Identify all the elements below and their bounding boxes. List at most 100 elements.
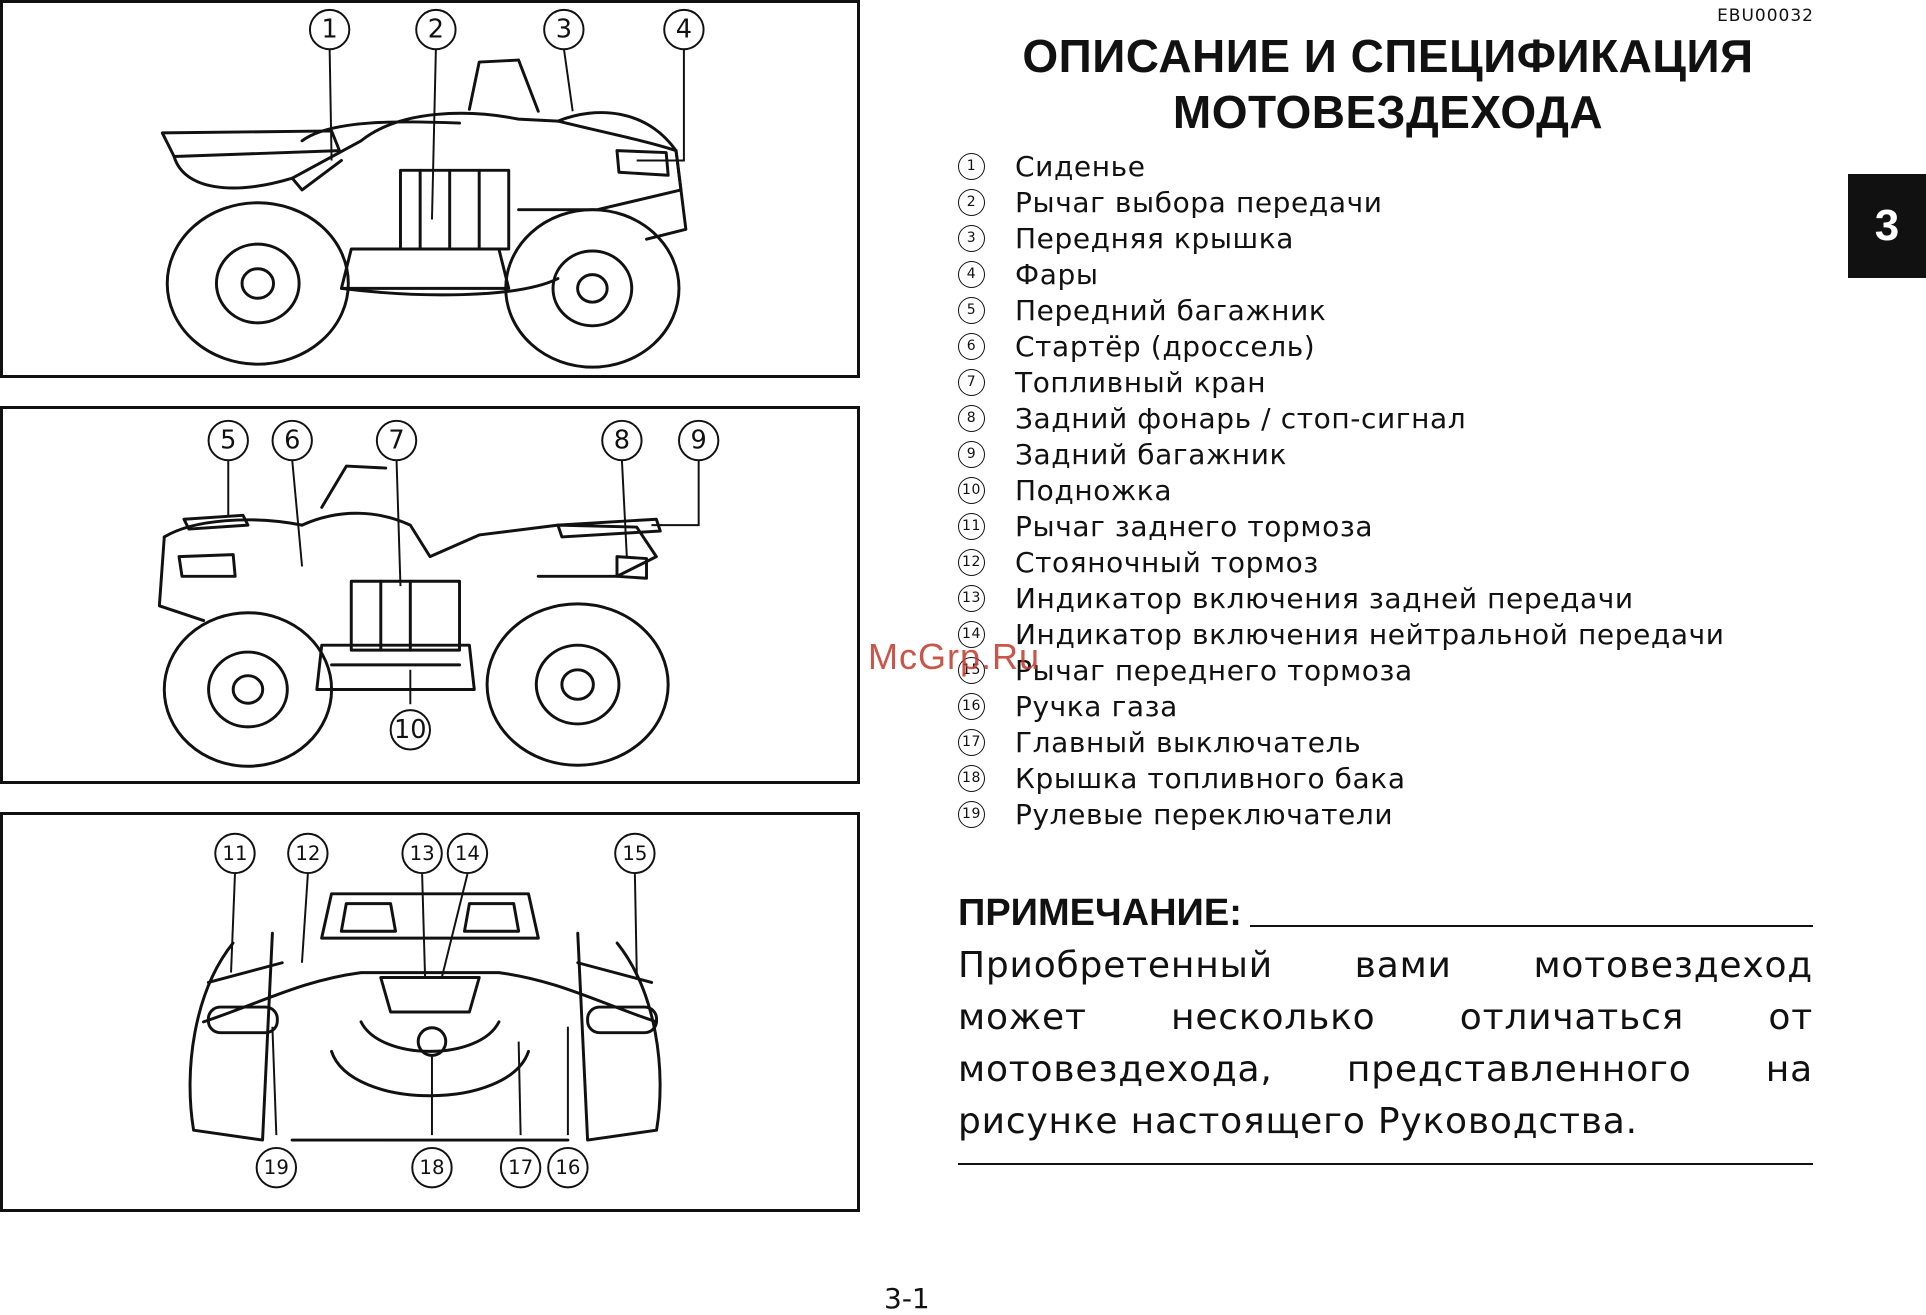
atv-left-side-drawing: 1 2 3 4	[160, 8, 705, 369]
legend-number: 8	[958, 404, 985, 432]
legend-number: 10	[958, 476, 985, 504]
legend-item: 13 Индикатор включения задней передачи	[958, 580, 1725, 616]
svg-text:5: 5	[220, 425, 236, 455]
callout-8: 8	[601, 419, 643, 462]
legend-item: 1 Сиденье	[958, 148, 1725, 184]
legend-number: 4	[958, 260, 985, 288]
legend-item: 12 Стояночный тормоз	[958, 544, 1725, 580]
chapter-tab: 3	[1848, 174, 1926, 278]
legend-item: 16 Ручка газа	[958, 688, 1725, 724]
legend-number: 7	[958, 368, 985, 396]
legend-number: 1	[958, 152, 985, 180]
svg-text:13: 13	[410, 842, 435, 865]
legend-label: Стартёр (дроссель)	[1015, 329, 1316, 363]
svg-text:9: 9	[691, 425, 707, 455]
note-heading: ПРИМЕЧАНИЕ:	[958, 892, 1242, 934]
callout-5: 5	[207, 419, 249, 462]
legend-label: Топливный кран	[1015, 365, 1267, 399]
legend-number: 2	[958, 188, 985, 216]
watermark: McGrp.Ru	[868, 636, 1041, 677]
atv-handlebar-drawing: 11 12 13 14 15 19 18 17 16	[188, 832, 662, 1189]
title-line-2: МОТОВЕЗДЕХОДА	[1172, 86, 1604, 138]
title-line-1: ОПИСАНИЕ И СПЕЦИФИКАЦИЯ	[1022, 30, 1754, 82]
front-wheel	[162, 611, 334, 768]
callout-2: 2	[415, 8, 457, 51]
svg-text:2: 2	[428, 15, 444, 45]
legend-number: 11	[958, 512, 985, 540]
legend-label: Передний багажник	[1015, 293, 1327, 327]
callout-10: 10	[389, 709, 431, 751]
callout-18: 18	[411, 1146, 453, 1189]
callout-9: 9	[678, 419, 720, 462]
svg-text:7: 7	[388, 425, 404, 455]
svg-text:3: 3	[556, 15, 572, 45]
rear-wheel	[485, 602, 670, 767]
document-code: EBU00032	[1717, 6, 1814, 26]
note-heading-row: ПРИМЕЧАНИЕ:	[958, 892, 1813, 935]
legend-item: 11 Рычаг заднего тормоза	[958, 508, 1725, 544]
svg-text:16: 16	[555, 1156, 580, 1179]
legend-number: 16	[958, 692, 985, 720]
legend-label: Индикатор включения задней передачи	[1015, 581, 1634, 615]
note-text: Приобретенный вами мотовездеход может не…	[958, 945, 1813, 1142]
legend-number: 17	[958, 728, 985, 756]
legend-number: 6	[958, 332, 985, 360]
legend-label: Индикатор включения нейтральной передачи	[1015, 617, 1725, 651]
svg-text:6: 6	[284, 425, 300, 455]
legend-label: Подножка	[1015, 473, 1173, 507]
svg-text:19: 19	[264, 1156, 289, 1179]
callout-11: 11	[214, 832, 256, 875]
callout-19: 19	[255, 1146, 298, 1189]
svg-text:8: 8	[614, 425, 630, 455]
legend-number: 12	[958, 548, 985, 576]
legend-item: 7 Топливный кран	[958, 364, 1725, 400]
callout-13: 13	[401, 832, 443, 875]
legend-number: 9	[958, 440, 985, 468]
legend-number: 5	[958, 296, 985, 324]
legend-label: Ручка газа	[1015, 689, 1178, 723]
legend-label: Сиденье	[1015, 149, 1146, 183]
figure-atv-right-side: 5 6 7 8 9 10	[0, 406, 860, 784]
legend-number: 15	[958, 656, 985, 684]
legend-item: 10 Подножка	[958, 472, 1725, 508]
legend-label: Рычаг заднего тормоза	[1015, 509, 1374, 543]
figure-atv-handlebar: 11 12 13 14 15 19 18 17 16	[0, 812, 860, 1212]
legend-label: Стояночный тормоз	[1015, 545, 1319, 579]
svg-text:18: 18	[419, 1156, 444, 1179]
legend-label: Передняя крышка	[1015, 221, 1295, 255]
legend-label: Крышка топливного бака	[1015, 761, 1406, 795]
svg-text:10: 10	[394, 715, 427, 745]
legend-item: 18 Крышка топливного бака	[958, 760, 1725, 796]
legend-item: 6 Стартёр (дроссель)	[958, 328, 1725, 364]
svg-text:12: 12	[295, 842, 320, 865]
svg-text:14: 14	[455, 842, 480, 865]
svg-text:1: 1	[321, 15, 337, 45]
callout-3: 3	[543, 8, 585, 51]
page-number: 3-1	[884, 1282, 930, 1315]
atv-right-side-drawing: 5 6 7 8 9 10	[157, 419, 720, 768]
callout-4: 4	[663, 8, 705, 51]
svg-text:11: 11	[222, 842, 247, 865]
legend-label: Рычаг выбора передачи	[1015, 185, 1383, 219]
callout-17: 17	[499, 1146, 542, 1189]
legend-label: Рулевые переключатели	[1015, 797, 1394, 831]
front-wheel	[504, 208, 681, 369]
svg-text:17: 17	[508, 1156, 533, 1179]
callout-6: 6	[271, 419, 313, 462]
svg-text:4: 4	[676, 15, 692, 45]
legend-number: 13	[958, 584, 985, 612]
page-title: ОПИСАНИЕ И СПЕЦИФИКАЦИЯ МОТОВЕЗДЕХОДА	[958, 28, 1818, 140]
figure-atv-left-side: 1 2 3 4	[0, 0, 860, 378]
legend-item: 5 Передний багажник	[958, 292, 1725, 328]
note-bottom-rule	[958, 1163, 1813, 1165]
callout-1: 1	[308, 8, 351, 51]
legend-number: 18	[958, 764, 985, 792]
legend-label: Фары	[1015, 257, 1099, 291]
